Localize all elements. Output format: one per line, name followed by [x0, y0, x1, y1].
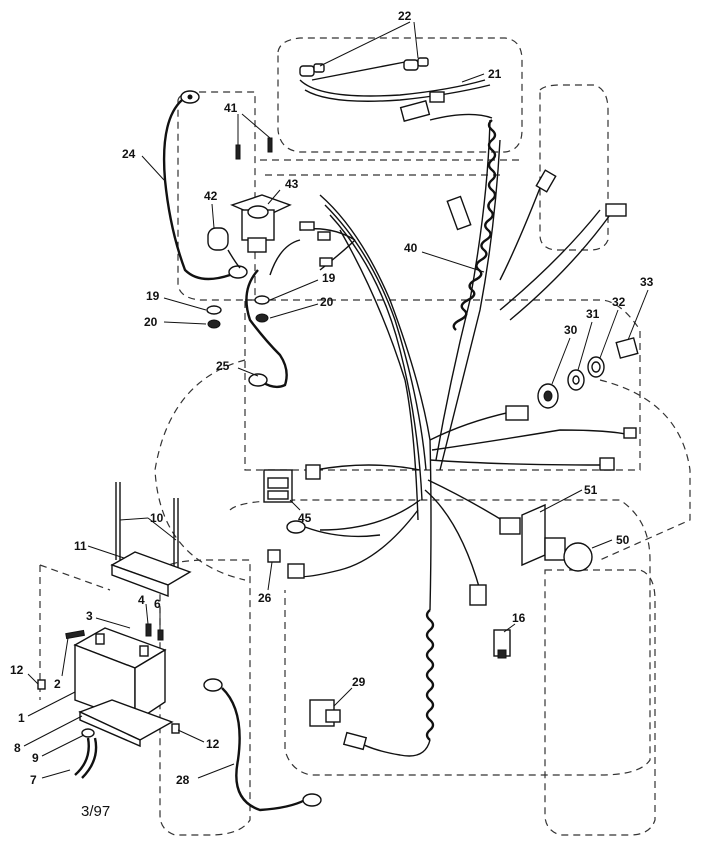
ground-lead — [286, 520, 381, 538]
callout-7: 7 — [30, 773, 37, 787]
callout-40: 40 — [404, 241, 418, 255]
callout-24: 24 — [122, 147, 136, 161]
callout-50: 50 — [616, 533, 630, 547]
callout-1: 1 — [18, 711, 25, 725]
callout-43: 43 — [285, 177, 299, 191]
callout-8: 8 — [14, 741, 21, 755]
callout-16: 16 — [512, 611, 526, 625]
solenoid-assembly — [207, 137, 292, 269]
switch-16 — [493, 629, 511, 659]
callout-25: 25 — [216, 359, 230, 373]
connectors — [267, 91, 637, 751]
washers — [206, 295, 270, 329]
callout-32: 32 — [612, 295, 626, 309]
callout-30: 30 — [564, 323, 578, 337]
tractor-outline — [39, 37, 691, 836]
callout-6: 6 — [154, 597, 161, 611]
callout-3: 3 — [86, 609, 93, 623]
switch-parts — [537, 337, 639, 409]
diagram-date-code: 3/97 — [81, 803, 111, 820]
callout-33: 33 — [640, 275, 654, 289]
callout-26: 26 — [258, 591, 272, 605]
callout-12-left: 12 — [10, 663, 24, 677]
callout-9: 9 — [32, 751, 39, 765]
callout-12-right: 12 — [206, 737, 220, 751]
coiled-loom-lower — [354, 609, 435, 757]
callout-29: 29 — [352, 675, 366, 689]
callout-2: 2 — [54, 677, 61, 691]
battery-hold-down — [110, 482, 192, 598]
coiled-loom-upper — [452, 119, 497, 331]
ignition-switch — [521, 503, 593, 572]
callout-22: 22 — [398, 9, 412, 23]
module-45 — [263, 469, 293, 503]
callout-31: 31 — [586, 307, 600, 321]
ring-terminals — [299, 57, 429, 77]
callout-45: 45 — [298, 511, 312, 525]
callout-10: 10 — [150, 511, 164, 525]
callout-19-right: 19 — [322, 271, 336, 285]
switch-29 — [309, 699, 341, 727]
battery-cable-28 — [203, 678, 322, 812]
callout-51: 51 — [584, 483, 598, 497]
callout-20-left: 20 — [144, 315, 158, 329]
callout-28: 28 — [176, 773, 190, 787]
battery-cable-24 — [162, 90, 248, 281]
cable-25 — [245, 269, 288, 389]
callout-21: 21 — [488, 67, 502, 81]
callout-11: 11 — [74, 539, 87, 553]
callout-42: 42 — [204, 189, 218, 203]
leader-lines — [23, 21, 649, 779]
battery-hardware — [37, 623, 180, 779]
callout-41: 41 — [224, 101, 238, 115]
callout-19-left: 19 — [146, 289, 160, 303]
battery — [73, 627, 174, 748]
callout-4: 4 — [138, 593, 145, 607]
callout-20-right: 20 — [320, 295, 334, 309]
